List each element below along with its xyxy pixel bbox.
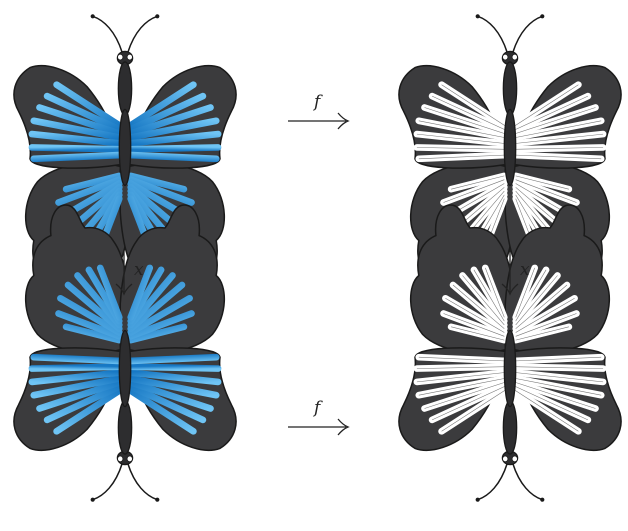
arrow-f-bottom: f <box>288 398 348 435</box>
arrow-f-top: f <box>288 92 348 129</box>
arrow-f-top-label: f <box>312 92 323 112</box>
arrow-x-right-label: x <box>520 260 530 280</box>
arrow-x-left-label: x <box>134 260 144 280</box>
arrow-f-bottom-label: f <box>312 398 323 418</box>
